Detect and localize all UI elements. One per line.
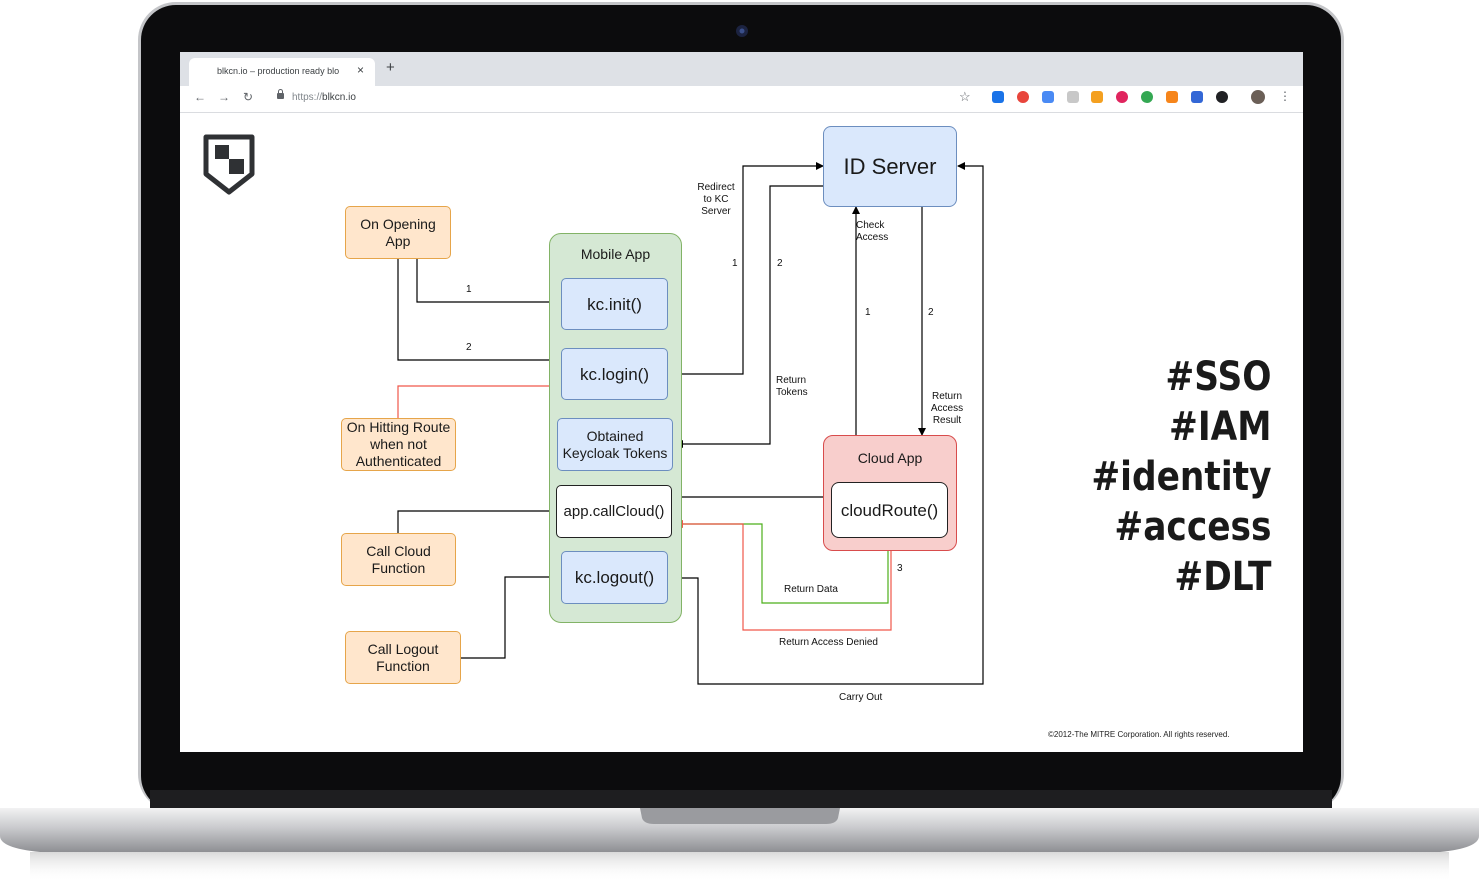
bookmark-star-icon[interactable]: ☆ <box>959 89 971 104</box>
number-check-2: 2 <box>928 307 934 318</box>
label-redirect: Redirect to KC Server <box>697 182 735 217</box>
cloud-route-box: cloudRoute() <box>831 482 948 538</box>
kc-init-box: kc.init() <box>561 278 668 330</box>
address-bar[interactable]: https://blkcn.io <box>292 92 356 103</box>
browser-screen: blkcn.io – production ready blo × + ← → … <box>180 52 1303 752</box>
browser-tab-bar: blkcn.io – production ready blo × + <box>180 52 1303 86</box>
extension-icon-9[interactable] <box>1191 91 1203 103</box>
edge-login-redirect <box>668 162 824 375</box>
url-host: blkcn.io <box>322 92 356 103</box>
number-cloud-3: 3 <box>897 563 903 574</box>
new-tab-icon[interactable]: + <box>386 59 395 76</box>
browser-toolbar: ← → ↻ https://blkcn.io ☆ ⋮ <box>180 86 1303 113</box>
metamask-icon[interactable] <box>1166 91 1178 103</box>
edge-open-login <box>397 259 562 364</box>
page-content: On Opening App On Hitting Route when not… <box>180 113 1303 752</box>
edge-callcloud-trigger <box>397 507 557 533</box>
number-redirect-1: 1 <box>732 258 738 269</box>
grammarly-icon[interactable] <box>1141 91 1153 103</box>
edge-carry-out <box>668 162 984 685</box>
hashtag-dlt: #DLT <box>1173 554 1271 600</box>
label-return-access-denied: Return Access Denied <box>779 637 878 648</box>
cloud-app-title: Cloud App <box>857 450 923 466</box>
number-check-1: 1 <box>865 307 871 318</box>
extension-icon-1[interactable] <box>992 91 1004 103</box>
extension-icon-4[interactable] <box>1067 91 1079 103</box>
on-opening-app-box: On Opening App <box>345 206 451 259</box>
browser-tab[interactable]: blkcn.io – production ready blo × <box>189 58 375 86</box>
tab-close-icon[interactable]: × <box>357 63 365 77</box>
reload-icon[interactable]: ↻ <box>243 90 254 104</box>
number-open-2: 2 <box>466 342 472 353</box>
label-check-access: Check Access <box>856 220 889 243</box>
kc-logout-box: kc.logout() <box>561 551 668 604</box>
lock-icon <box>277 89 284 99</box>
extension-icon-10[interactable] <box>1216 91 1228 103</box>
label-return-data: Return Data <box>784 584 838 595</box>
hashtag-identity: #identity <box>1090 454 1271 500</box>
forward-arrow-icon[interactable]: → <box>218 90 230 104</box>
back-arrow-icon[interactable]: ← <box>194 90 206 104</box>
tab-title: blkcn.io – production ready blo <box>217 66 340 76</box>
copyright-text: ©2012-The MITRE Corporation. All rights … <box>1048 730 1230 739</box>
adblock-icon[interactable] <box>1017 91 1029 103</box>
extension-icon-5[interactable] <box>1091 91 1103 103</box>
edge-return-denied <box>675 520 892 631</box>
hashtag-sso: #SSO <box>1164 354 1271 400</box>
profile-avatar[interactable] <box>1251 90 1265 104</box>
extension-icon-3[interactable] <box>1042 91 1054 103</box>
mobile-app-title: Mobile App <box>580 246 651 262</box>
on-hitting-route-box: On Hitting Route when not Authenticated <box>341 418 456 471</box>
number-open-1: 1 <box>466 284 472 295</box>
label-carry-out: Carry Out <box>839 692 883 703</box>
url-scheme: https:// <box>292 92 323 103</box>
call-cloud-function-box: Call Cloud Function <box>341 533 456 586</box>
id-server-box: ID Server <box>823 126 957 207</box>
hashtag-access: #access <box>1113 504 1271 550</box>
edge-route-login <box>397 382 562 418</box>
diagram-connectors <box>397 162 984 685</box>
pinterest-icon[interactable] <box>1116 91 1128 103</box>
call-logout-function-box: Call Logout Function <box>345 631 461 684</box>
more-menu-icon[interactable]: ⋮ <box>1279 89 1291 103</box>
obtained-tokens-box: Obtained Keycloak Tokens <box>557 418 673 471</box>
label-return-tokens: Return Tokens <box>776 375 808 398</box>
hashtag-list: #SSO #IAM #identity #access #DLT <box>1062 352 1271 602</box>
edge-open-init <box>416 259 562 306</box>
app-call-cloud-box: app.callCloud() <box>556 485 672 538</box>
number-redirect-2: 2 <box>777 258 783 269</box>
hashtag-iam: #IAM <box>1168 404 1271 450</box>
shield-logo-icon <box>203 134 255 195</box>
edge-return-tokens <box>675 185 823 448</box>
kc-login-box: kc.login() <box>561 348 668 400</box>
edge-logout-trigger <box>461 573 562 659</box>
label-return-access-result: Return Access Result <box>930 391 964 426</box>
